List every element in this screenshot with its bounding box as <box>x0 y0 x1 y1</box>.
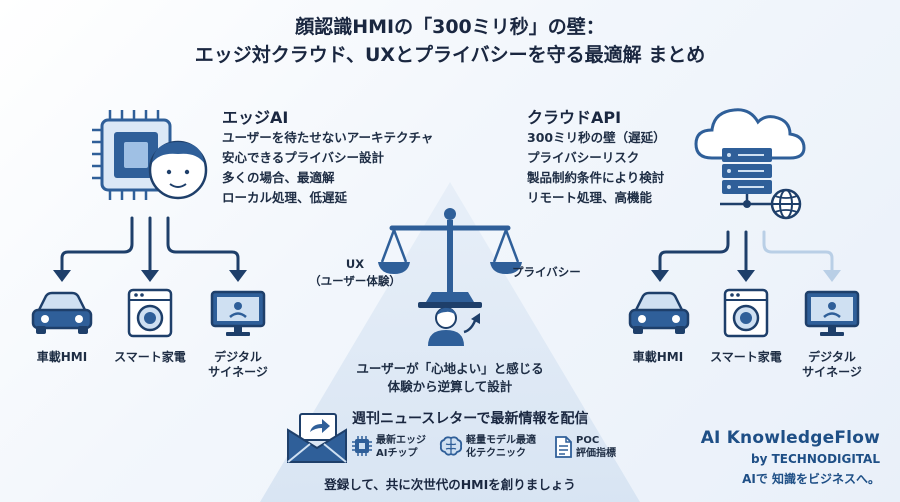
edge-device-label-car: 車載HMI <box>36 350 88 364</box>
cloud-feature-1: 300ミリ秒の壁（遅延） <box>527 130 666 145</box>
edge-signage-monitor-icon <box>210 290 266 336</box>
balance-message-line1: ユーザーが「心地よい」と感じる <box>356 361 544 376</box>
cloud-feature-4: リモート処理、高機能 <box>527 190 653 205</box>
cloud-heading: クラウドAPI <box>527 108 622 127</box>
brain-icon <box>439 436 463 456</box>
newsletter-heading: 週刊ニュースレターで最新情報を配信 <box>352 411 589 427</box>
balance-right-label: プライバシー <box>512 265 581 279</box>
edge-heading: エッジAI <box>222 108 289 127</box>
newsletter-item-poc: POC 評価指標 <box>576 435 616 459</box>
newsletter-cta[interactable]: 登録して、共に次世代のHMIを創りましょう <box>324 477 576 492</box>
edge-washing-machine-icon <box>127 288 173 338</box>
edge-device-label-appliance: スマート家電 <box>114 350 186 364</box>
edge-feature-2: 安心できるプライバシー設計 <box>222 150 385 165</box>
page-title-line2: エッジ対クラウド、UXとプライバシーを守る最適解 まとめ <box>194 44 706 66</box>
cloud-device-label-appliance: スマート家電 <box>710 350 782 364</box>
cloud-car-icon <box>628 291 690 334</box>
newsletter-item-chip: 最新エッジ AIチップ <box>376 435 426 459</box>
cloud-server-globe-icon <box>694 108 806 220</box>
balance-left-label: UX （ユーザー体験） <box>309 257 401 288</box>
brand-by: by TECHNODIGITAL <box>751 452 880 466</box>
chip-icon <box>352 436 372 456</box>
edge-chip-face-icon <box>92 110 208 200</box>
page-title-line1: 顔認識HMIの「300ミリ秒」の壁： <box>295 16 605 38</box>
document-icon <box>555 436 572 458</box>
edge-feature-4: ローカル処理、低遅延 <box>222 190 348 205</box>
cloud-feature-2: プライバシーリスク <box>527 150 640 165</box>
edge-car-icon <box>31 291 93 334</box>
edge-device-label-signage: デジタル サイネージ <box>208 350 268 379</box>
cloud-device-label-car: 車載HMI <box>632 350 684 364</box>
newsletter-item-model: 軽量モデル最適 化テクニック <box>466 435 536 459</box>
cloud-device-label-signage: デジタル サイネージ <box>802 350 862 379</box>
cloud-washing-machine-icon <box>723 288 769 338</box>
cloud-signage-monitor-icon <box>804 290 860 336</box>
balance-message-line2: 体験から逆算して設計 <box>387 379 513 394</box>
envelope-share-icon <box>287 413 347 463</box>
cloud-feature-3: 製品制約条件により検討 <box>527 170 665 185</box>
brand-tagline: AIで 知識をビジネスへ。 <box>742 472 880 486</box>
balance-scale-icon <box>378 208 522 308</box>
user-growth-icon <box>428 307 480 346</box>
cloud-features: 300ミリ秒の壁（遅延） プライバシーリスク 製品制約条件により検討 リモート処… <box>527 128 666 208</box>
edge-feature-1: ユーザーを待たせないアーキテクチャ <box>222 130 434 145</box>
edge-features: ユーザーを待たせないアーキテクチャ 安心できるプライバシー設計 多くの場合、最適… <box>222 128 433 208</box>
brand-name: AI KnowledgeFlow <box>700 428 880 448</box>
edge-feature-3: 多くの場合、最適解 <box>222 170 335 185</box>
